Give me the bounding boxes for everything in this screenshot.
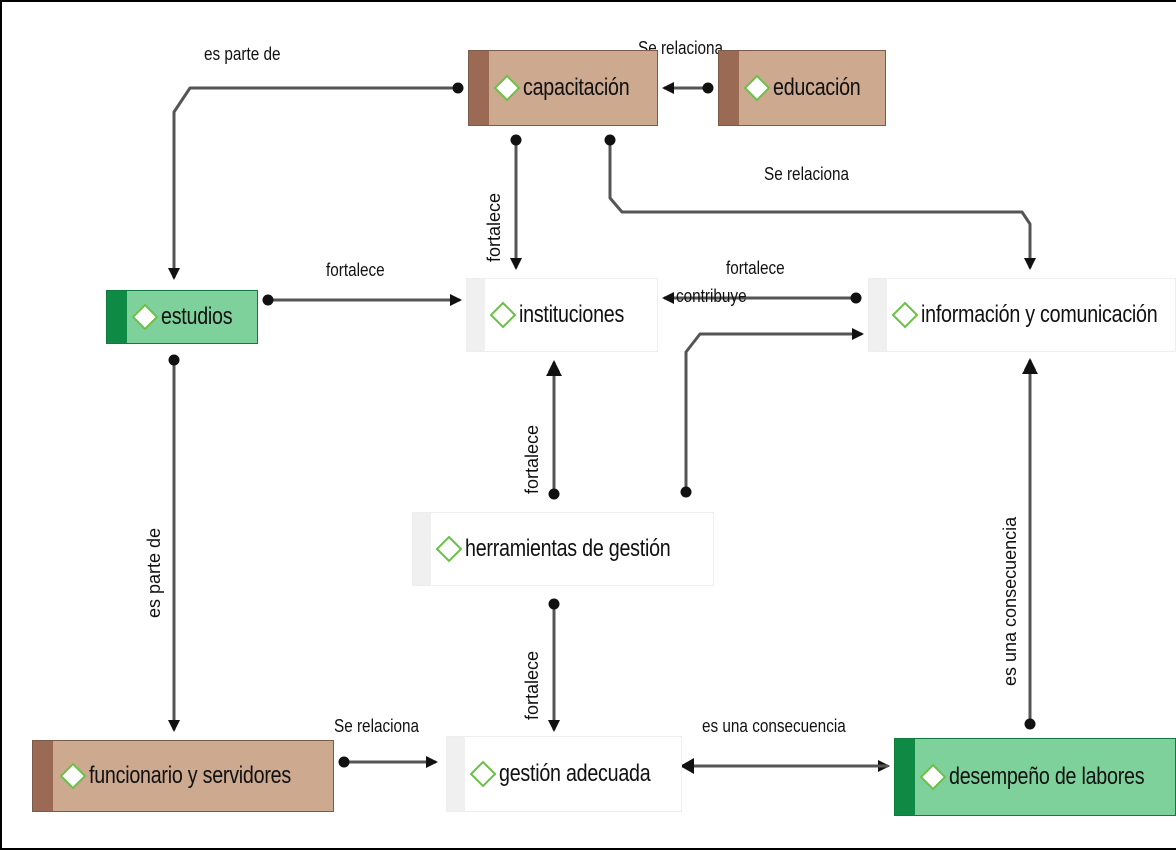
label-se-relaciona-bottom: Se relaciona [334, 716, 420, 736]
concept-label: instituciones [519, 301, 625, 328]
concept-funcionario[interactable]: funcionario y servidores [32, 740, 334, 812]
concept-diamond-icon [469, 760, 497, 788]
label-es-una-consecuencia-bottom: es una consecuencia [702, 716, 846, 736]
concept-diamond-icon [919, 763, 947, 791]
label-es-una-consecuencia-right: es una consecuencia [1000, 516, 1020, 686]
concept-label: capacitación [523, 74, 630, 101]
concept-diamond-icon [891, 301, 919, 329]
label-fortalece-cap-inst: fortalece [484, 192, 504, 262]
label-se-relaciona-cap-info: Se relaciona [764, 164, 850, 184]
concept-informacion[interactable]: información y comunicación [868, 278, 1176, 352]
link-capacitacion-estudios [168, 86, 458, 280]
concept-label: funcionario y servidores [89, 762, 291, 789]
label-es-parte-de-left: es parte de [144, 527, 164, 618]
concept-diamond-icon [131, 303, 159, 331]
label-fortalece-est-inst: fortalece [326, 260, 385, 280]
concept-diamond-icon [59, 762, 87, 790]
concept-diamond-icon [743, 74, 771, 102]
concept-label: herramientas de gestión [465, 535, 671, 562]
link-capacitacion-informacion [608, 140, 1036, 270]
label-fortalece-inst-herr: fortalece [522, 424, 542, 494]
concept-label: desempeño de labores [949, 763, 1145, 790]
label-es-parte-de-top: es parte de [204, 44, 281, 64]
link-herramientas-informacion [684, 328, 864, 492]
label-fortalece-info-inst: fortalece [726, 258, 785, 278]
concept-label: información y comunicación [921, 301, 1158, 328]
concept-desempeno[interactable]: desempeño de labores [894, 738, 1176, 816]
label-contribuye: contribuye [676, 286, 747, 306]
concept-gestion[interactable]: gestión adecuada [446, 736, 682, 812]
label-se-relaciona-top: Se relaciona [638, 38, 724, 58]
concept-educacion[interactable]: educación [718, 50, 886, 126]
concept-capacitacion[interactable]: capacitación [468, 50, 658, 126]
concept-label: educación [773, 74, 861, 101]
label-fortalece-herr-gest: fortalece [522, 650, 542, 720]
concept-instituciones[interactable]: instituciones [466, 278, 658, 352]
concept-diamond-icon [435, 535, 463, 563]
concept-diamond-icon [489, 301, 517, 329]
concept-label: estudios [161, 303, 233, 330]
concept-diamond-icon [493, 74, 521, 102]
concept-label: gestión adecuada [499, 760, 651, 787]
concept-herramientas[interactable]: herramientas de gestión [412, 512, 714, 586]
concept-estudios[interactable]: estudios [106, 290, 258, 344]
